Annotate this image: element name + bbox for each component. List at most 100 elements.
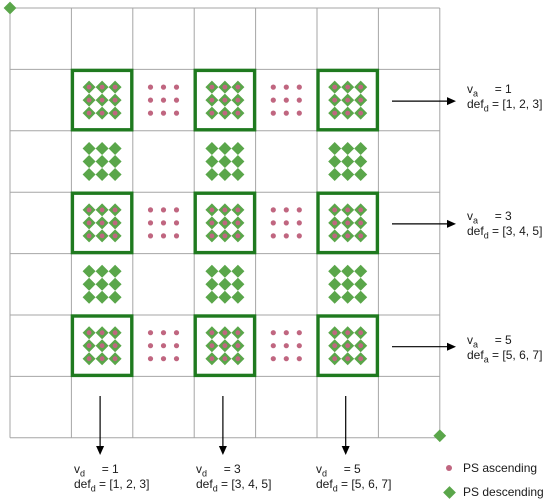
ps-ascending-dot (296, 343, 302, 349)
ps-descending-diamond (218, 154, 232, 169)
ps-descending-diamond (95, 290, 109, 304)
arrow-right-head-icon (447, 342, 456, 351)
ps-ascending-dot (283, 110, 289, 116)
ps-ascending-dot (296, 84, 302, 90)
ps-ascending-dot (173, 343, 180, 349)
ps-ascending-dot (99, 343, 105, 349)
ps-ascending-dot (222, 220, 228, 226)
ps-ascending-dot (270, 84, 276, 90)
arrow-right-head-icon (447, 219, 456, 228)
ps-descending-diamond (95, 154, 109, 169)
ps-ascending-dot (147, 330, 154, 336)
ps-ascending-dot (345, 233, 351, 239)
arrows (96, 97, 456, 455)
ps-ascending-dot (358, 220, 364, 226)
ps-ascending-dot (112, 84, 118, 90)
ps-ascending-dot (283, 233, 289, 239)
ps-descending-diamond (205, 264, 219, 278)
ps-ascending-dot (99, 97, 105, 103)
ps-ascending-dot (235, 233, 241, 239)
ps-ascending-dot (345, 356, 351, 362)
ps-ascending-dot (270, 207, 276, 213)
ps-descending-diamond (82, 264, 96, 278)
arrow-down-head-icon (96, 446, 105, 455)
legend-descending-label: PS descending (463, 485, 544, 499)
ps-ascending-dot (147, 110, 154, 116)
ps-ascending-dot (99, 110, 105, 116)
ps-ascending-dot (270, 343, 276, 349)
ps-ascending-dot (358, 110, 364, 116)
ps-ascending-dot (147, 207, 154, 213)
ps-ascending-dot (160, 110, 167, 116)
row-label-2: va = 3 defd = [3, 4, 5] (467, 209, 543, 241)
ps-ascending-dot (99, 84, 105, 90)
ps-ascending-dot (235, 110, 241, 116)
ps-ascending-dot (270, 356, 276, 362)
ps-ascending-dot (209, 110, 215, 116)
ps-ascending-dot (160, 97, 167, 103)
ps-descending-diamond (218, 167, 232, 182)
ps-ascending-dot (86, 84, 92, 90)
ps-ascending-dot (99, 356, 105, 362)
col-label-3: vd = 5 defd = [5, 6, 7] (316, 462, 392, 494)
ps-descending-diamond (328, 154, 342, 169)
ps-descending-diamond (108, 141, 122, 156)
ps-ascending-dot (235, 220, 241, 226)
ps-ascending-dot (160, 84, 167, 90)
ascending-dot-icon (446, 465, 452, 471)
ps-ascending-dot (283, 207, 289, 213)
ps-ascending-dot (222, 97, 228, 103)
ps-descending-diamond (354, 290, 368, 304)
ps-ascending-dot (112, 233, 118, 239)
ps-ascending-dot (235, 207, 241, 213)
ps-ascending-dot (147, 233, 154, 239)
ps-ascending-dot (112, 356, 118, 362)
ps-descending-diamond (82, 290, 96, 304)
legend-descending: PS descending (442, 485, 544, 499)
ps-ascending-dot (147, 356, 154, 362)
ps-ascending-dot (112, 207, 118, 213)
ps-ascending-dot (283, 343, 289, 349)
ps-ascending-dot (86, 110, 92, 116)
process-markers (3, 1, 447, 443)
ps-descending-diamond (341, 264, 355, 278)
ps-ascending-dot (332, 207, 338, 213)
ps-ascending-dot (173, 207, 180, 213)
ps-ascending-dot (296, 233, 302, 239)
arrow-down-head-icon (341, 446, 350, 455)
ps-descending-diamond (82, 277, 96, 291)
ps-descending-diamond (95, 167, 109, 182)
ps-ascending-dot (160, 207, 167, 213)
ps-ascending-dot (270, 220, 276, 226)
ps-ascending-dot (358, 84, 364, 90)
ps-ascending-dot (209, 84, 215, 90)
ps-ascending-dot (358, 330, 364, 336)
ps-descending-diamond (108, 290, 122, 304)
ps-ascending-dot (222, 233, 228, 239)
ps-ascending-dot (332, 110, 338, 116)
ps-ascending-dot (112, 110, 118, 116)
ps-descending-diamond (108, 154, 122, 169)
block-border (316, 68, 380, 132)
ps-descending-diamond (205, 167, 219, 182)
ps-ascending-dot (99, 207, 105, 213)
ps-ascending-dot (235, 356, 241, 362)
ps-ascending-dot (332, 84, 338, 90)
ps-ascending-dot (332, 356, 338, 362)
ps-ascending-dot (86, 97, 92, 103)
ps-ascending-dot (112, 330, 118, 336)
ps-ascending-dot (99, 330, 105, 336)
ps-ascending-dot (345, 110, 351, 116)
ps-descending-diamond (328, 277, 342, 291)
ps-descending-diamond (231, 277, 245, 291)
ps-ascending-dot (160, 343, 167, 349)
ps-descending-diamond (218, 277, 232, 291)
ps-descending-diamond (108, 277, 122, 291)
ps-descending-diamond (231, 167, 245, 182)
ps-descending-diamond (231, 154, 245, 169)
ps-descending-diamond (82, 167, 96, 182)
ps-ascending-dot (296, 110, 302, 116)
ps-ascending-dot (222, 356, 228, 362)
ps-ascending-dot (332, 233, 338, 239)
